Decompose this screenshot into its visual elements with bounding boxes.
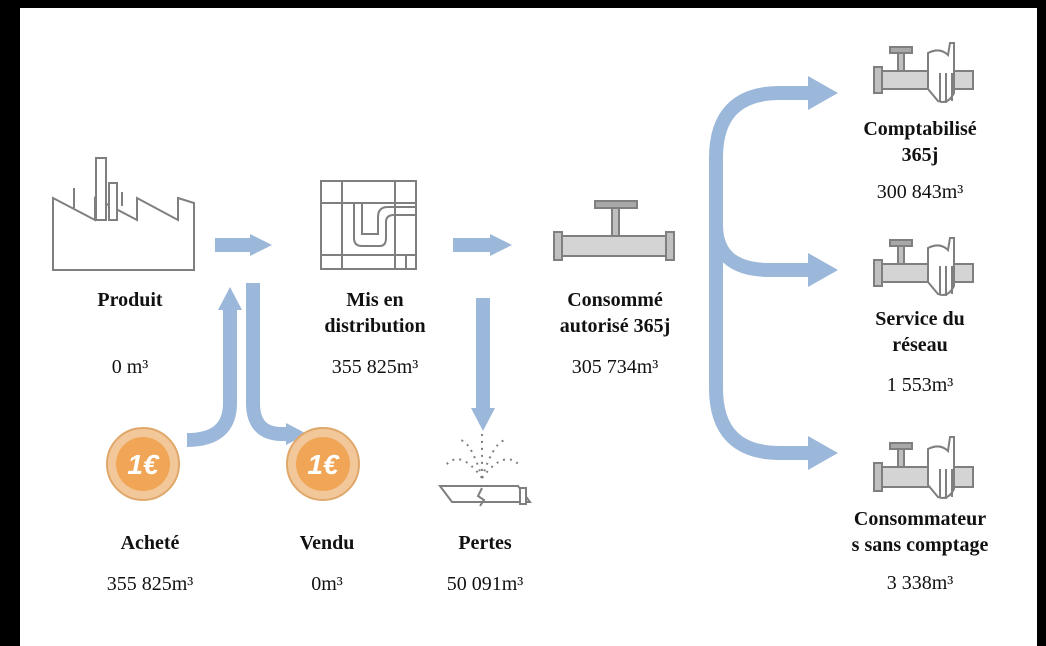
distribution-title-line1: Mis en <box>346 289 404 311</box>
service-value: 1 553m³ <box>886 374 954 396</box>
comptabilise-title-line1: Comptabilisé <box>863 118 977 140</box>
consomme-value: 305 734m³ <box>571 356 659 378</box>
vendu-value: 0m³ <box>311 573 343 595</box>
service-title-line1: Service du <box>875 308 965 330</box>
tap-hand-icon <box>873 42 974 103</box>
factory-icon <box>52 157 195 271</box>
arrow-to-pertes <box>471 298 495 431</box>
service-title-line2: réseau <box>892 334 948 356</box>
consomme-title: Consommé autorisé 365j <box>540 287 690 339</box>
arrow-produit-to-distribution <box>215 234 272 256</box>
tap-hand-icon <box>873 237 974 296</box>
euro-coin-icon: 1€ <box>286 427 360 501</box>
consomme-title-line2: autorisé 365j <box>559 315 671 337</box>
arrow-to-vendu <box>246 283 307 445</box>
produit-value: 0 m³ <box>111 356 149 378</box>
vendu-title: Vendu <box>299 532 355 554</box>
tap-hand-icon <box>873 436 974 499</box>
arrow-to-sans-comptage <box>709 225 838 470</box>
valve-pipe-icon <box>553 200 675 261</box>
arrow-achete-up <box>186 287 242 447</box>
distribution-value: 355 825m³ <box>331 356 419 378</box>
sans-comptage-title-line2: s sans comptage <box>851 534 989 556</box>
arrow-distribution-to-consomme <box>453 234 512 256</box>
produit-title: Produit <box>97 289 163 311</box>
comptabilise-title: Comptabilisé 365j <box>840 116 1000 168</box>
diagram-panel: 1€ 1€ Produit 0 m³ Mis en distribution 3… <box>20 8 1037 646</box>
leaking-pipe-icon <box>438 430 532 507</box>
distribution-title: Mis en distribution <box>305 287 445 339</box>
achete-title: Acheté <box>120 532 180 554</box>
water-flow-diagram: 1€ 1€ <box>52 42 974 507</box>
comptabilise-title-line2: 365j <box>901 144 939 166</box>
euro-coin-icon: 1€ <box>106 427 180 501</box>
arrow-to-comptabilise <box>709 76 838 225</box>
svg-text:1€: 1€ <box>307 449 340 480</box>
sans-comptage-title: Consommateur s sans comptage <box>830 506 1010 558</box>
pertes-value: 50 091m³ <box>446 573 524 595</box>
arrow-to-service <box>709 224 838 287</box>
sans-comptage-title-line1: Consommateur <box>853 508 987 530</box>
service-title: Service du réseau <box>840 306 1000 358</box>
consomme-title-line1: Consommé <box>567 289 663 311</box>
sans-comptage-value: 3 338m³ <box>886 572 954 594</box>
comptabilise-value: 300 843m³ <box>876 181 964 203</box>
achete-value: 355 825m³ <box>106 573 194 595</box>
distribution-title-line2: distribution <box>324 315 426 337</box>
pertes-title: Pertes <box>458 532 512 554</box>
pipe-network-icon <box>320 180 417 270</box>
svg-text:1€: 1€ <box>127 449 160 480</box>
